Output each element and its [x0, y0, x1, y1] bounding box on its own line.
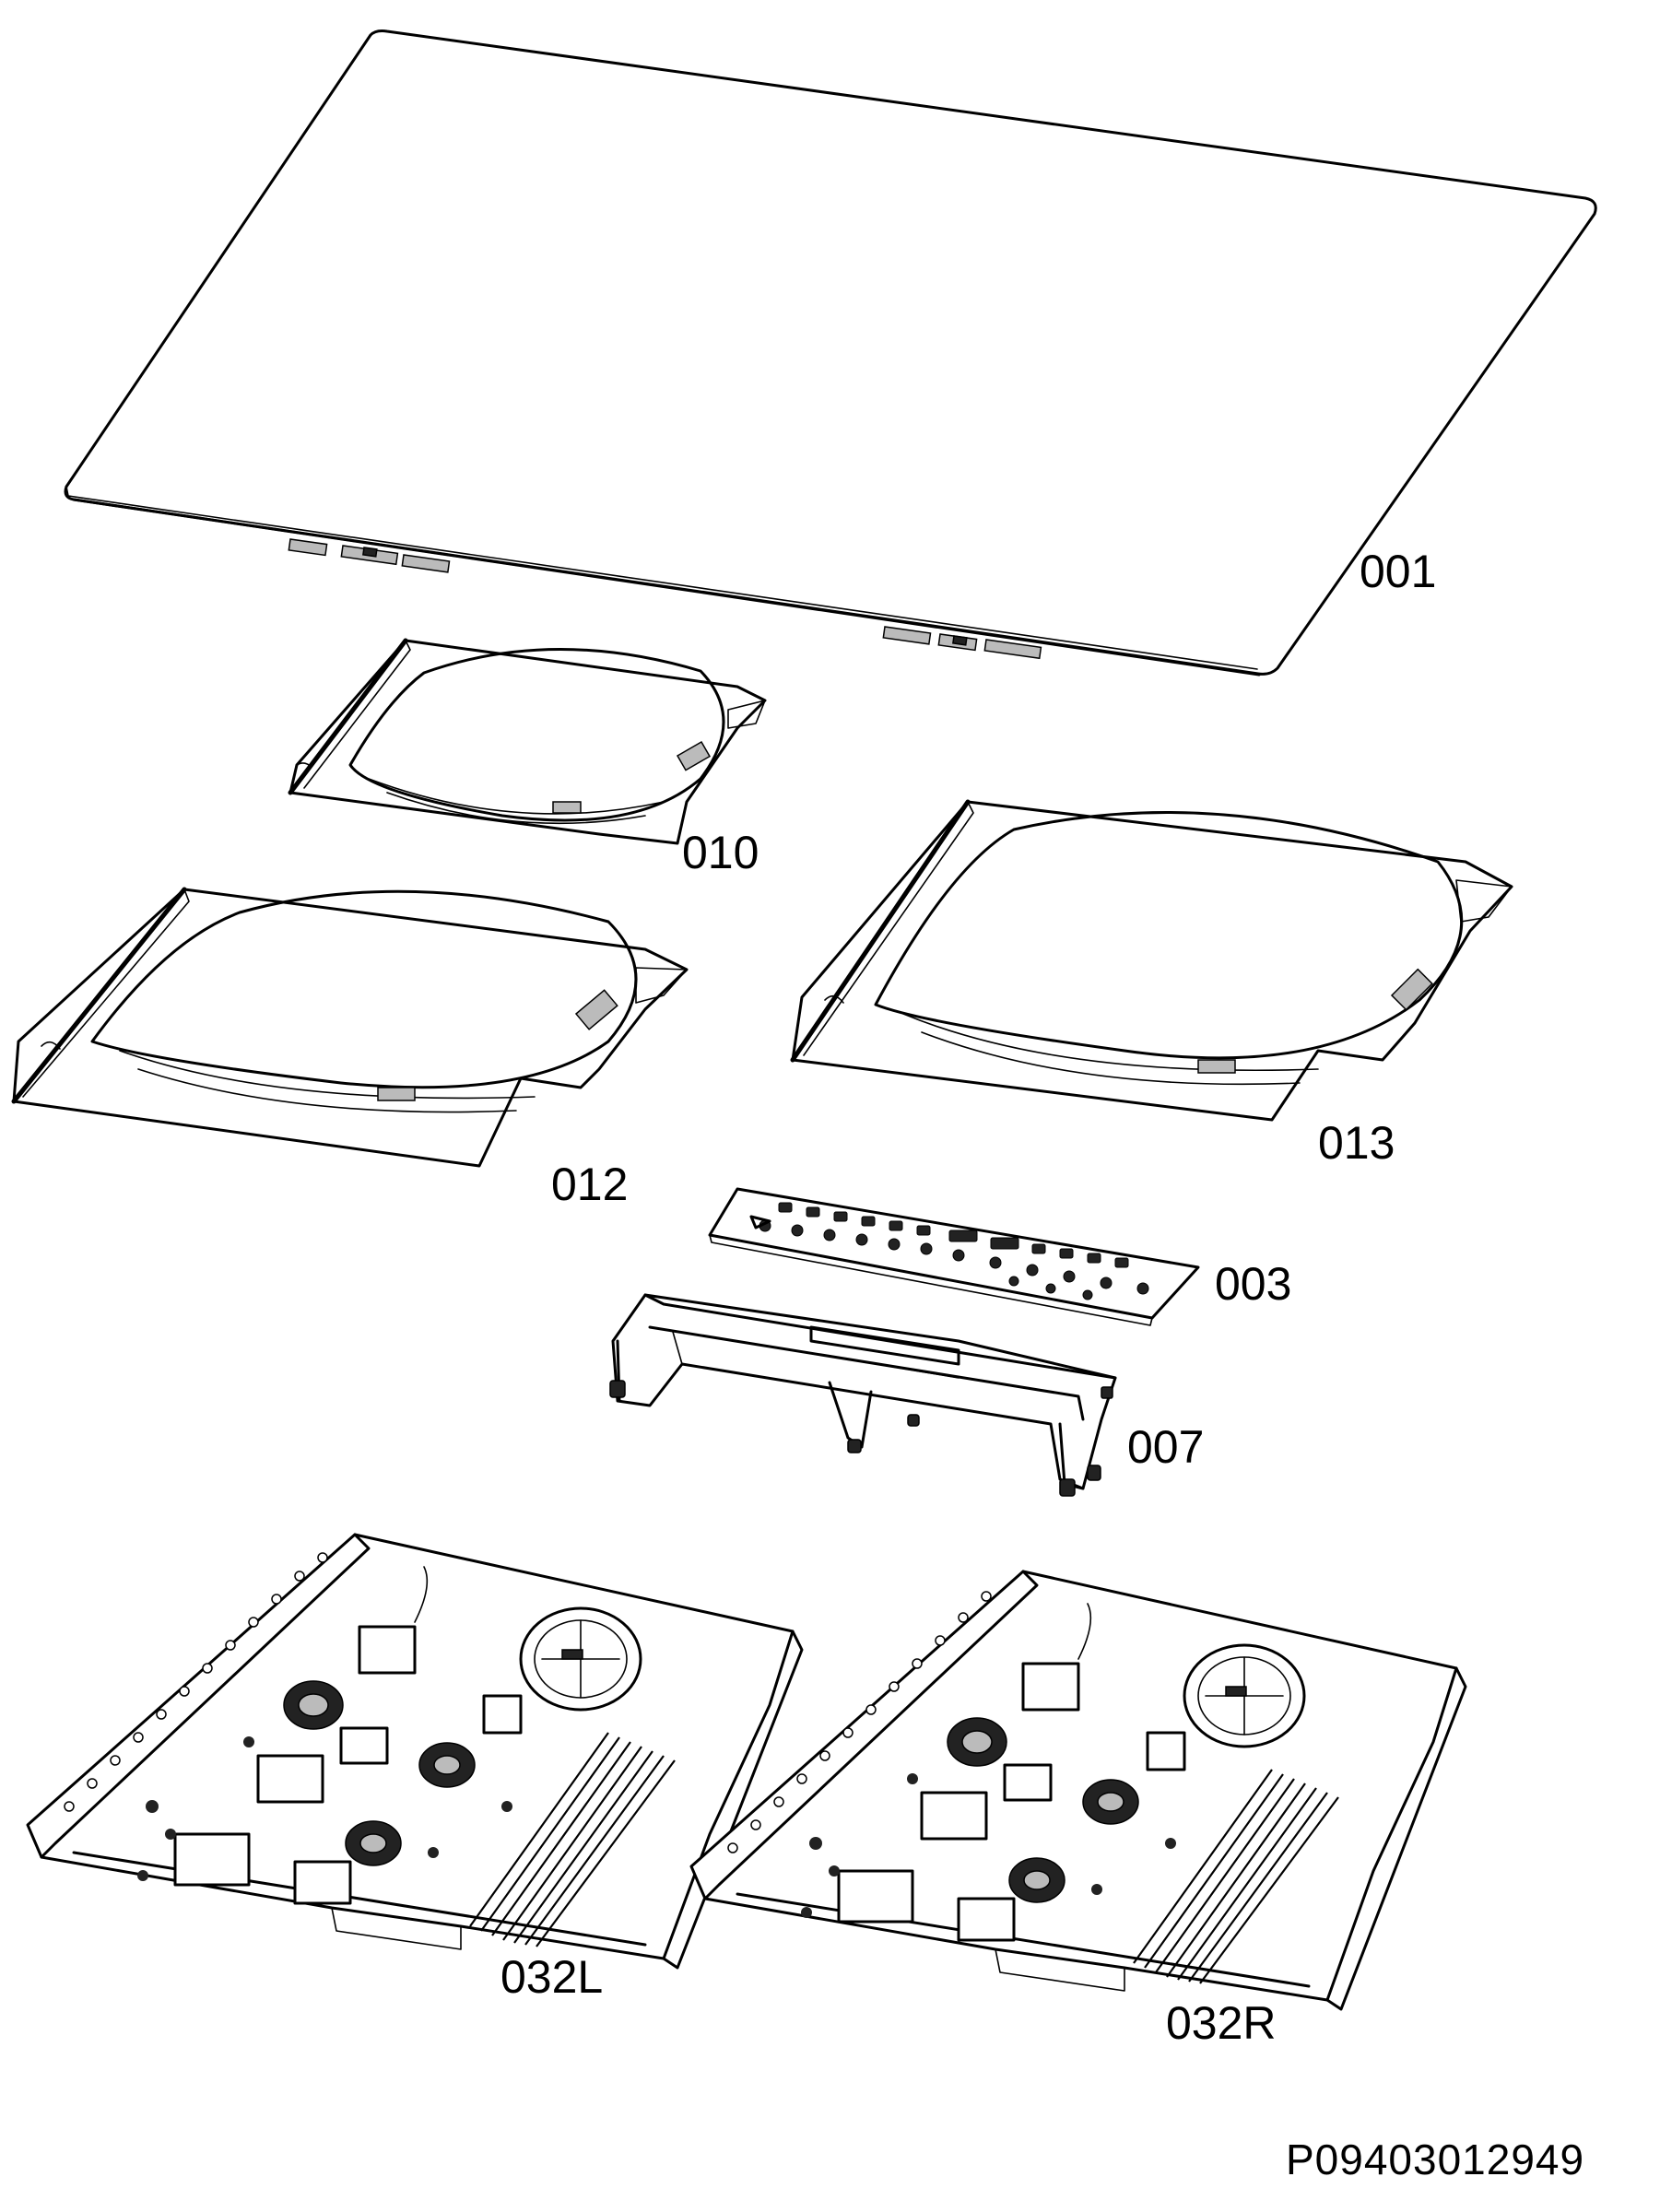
label-032R: 032R	[1166, 1997, 1277, 2049]
part-013-right-coil	[790, 799, 1513, 1122]
label-013: 013	[1318, 1117, 1395, 1169]
part-010-small-coil	[288, 638, 767, 845]
label-007: 007	[1127, 1421, 1205, 1473]
part-012-left-coil	[11, 887, 689, 1168]
label-010: 010	[682, 827, 759, 878]
part-001-glass-top	[64, 29, 1597, 677]
label-001: 001	[1360, 546, 1437, 597]
part-032R-power-module	[689, 1570, 1467, 2011]
part-003-control-board	[708, 1187, 1200, 1326]
part-007-support-bracket	[609, 1293, 1117, 1497]
label-012: 012	[551, 1159, 629, 1210]
part-032L-power-module	[26, 1533, 804, 1970]
label-032L: 032L	[500, 1951, 604, 2003]
document-id: P09403012949	[1286, 2136, 1585, 2183]
label-003: 003	[1215, 1258, 1292, 1310]
